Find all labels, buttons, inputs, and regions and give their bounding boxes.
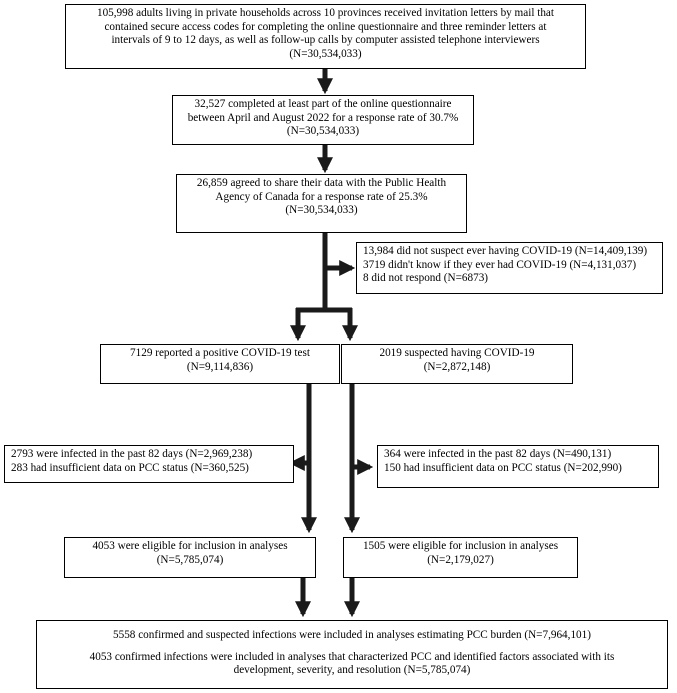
excluded-left-box: 2793 were infected in the past 82 days (… bbox=[4, 445, 294, 483]
agreed-line-1: 26,859 agreed to share their data with t… bbox=[196, 177, 447, 189]
eligible-right-box: 1505 were eligible for inclusion in anal… bbox=[343, 537, 578, 578]
excluded-covid-line-3: 8 did not respond (N=6873) bbox=[363, 272, 489, 285]
final-para2-line-2: development, severity, and resolution (N… bbox=[233, 664, 471, 677]
completed-line-2: between April and August 2022 for a resp… bbox=[187, 111, 459, 124]
final-gap bbox=[43, 643, 661, 651]
excluded-left-line-2: 283 had insufficient data on PCC status … bbox=[11, 461, 249, 474]
agreed-line-2: Agency of Canada for a response rate of … bbox=[215, 190, 428, 203]
eligible-left-line-1: 4053 were eligible for inclusion in anal… bbox=[92, 540, 288, 552]
agreed-box: 26,859 agreed to share their data with t… bbox=[176, 174, 467, 233]
excluded-left-line-1: 2793 were infected in the past 82 days (… bbox=[11, 448, 253, 460]
completed-line-1: 32,527 completed at least part of the on… bbox=[194, 98, 452, 110]
excluded-covid-line-1: 13,984 did not suspect ever having COVID… bbox=[363, 245, 648, 257]
invitation-box: 105,998 adults living in private househo… bbox=[65, 4, 586, 69]
invitation-line-3: intervals of 9 to 12 days, as well as fo… bbox=[111, 34, 540, 47]
invitation-line-2: contained secure access codes for comple… bbox=[104, 20, 547, 33]
excluded-right-box: 364 were infected in the past 82 days (N… bbox=[377, 445, 659, 488]
eligible-left-line-2: (N=5,785,074) bbox=[156, 553, 224, 566]
excluded-right-line-1: 364 were infected in the past 82 days (N… bbox=[384, 448, 612, 460]
suspected-line-2: (N=2,872,148) bbox=[423, 360, 491, 373]
final-para1: 5558 confirmed and suspected infections … bbox=[113, 629, 591, 641]
agreed-line-3: (N=30,534,033) bbox=[285, 204, 358, 217]
positive-test-box: 7129 reported a positive COVID-19 test (… bbox=[100, 344, 340, 384]
positive-test-line-1: 7129 reported a positive COVID-19 test bbox=[130, 347, 310, 359]
final-para2-line-1: 4053 confirmed infections were included … bbox=[89, 650, 615, 663]
suspected-line-1: 2019 suspected having COVID-19 bbox=[379, 347, 535, 359]
excluded-covid-line-2: 3719 didn't know if they ever had COVID-… bbox=[363, 258, 637, 271]
final-box: 5558 confirmed and suspected infections … bbox=[36, 620, 668, 689]
positive-test-line-2: (N=9,114,836) bbox=[186, 360, 254, 373]
completed-box: 32,527 completed at least part of the on… bbox=[172, 95, 474, 145]
invitation-line-1: 105,998 adults living in private househo… bbox=[96, 7, 555, 19]
eligible-right-line-1: 1505 were eligible for inclusion in anal… bbox=[362, 540, 559, 552]
invitation-line-4: (N=30,534,033) bbox=[289, 47, 362, 60]
eligible-left-box: 4053 were eligible for inclusion in anal… bbox=[64, 537, 316, 578]
completed-line-3: (N=30,534,033) bbox=[286, 125, 360, 138]
excluded-right-line-2: 150 had insufficient data on PCC status … bbox=[384, 461, 622, 474]
suspected-box: 2019 suspected having COVID-19 (N=2,872,… bbox=[341, 344, 573, 384]
excluded-covid-box: 13,984 did not suspect ever having COVID… bbox=[356, 242, 663, 294]
eligible-right-line-2: (N=2,179,027) bbox=[427, 553, 494, 566]
